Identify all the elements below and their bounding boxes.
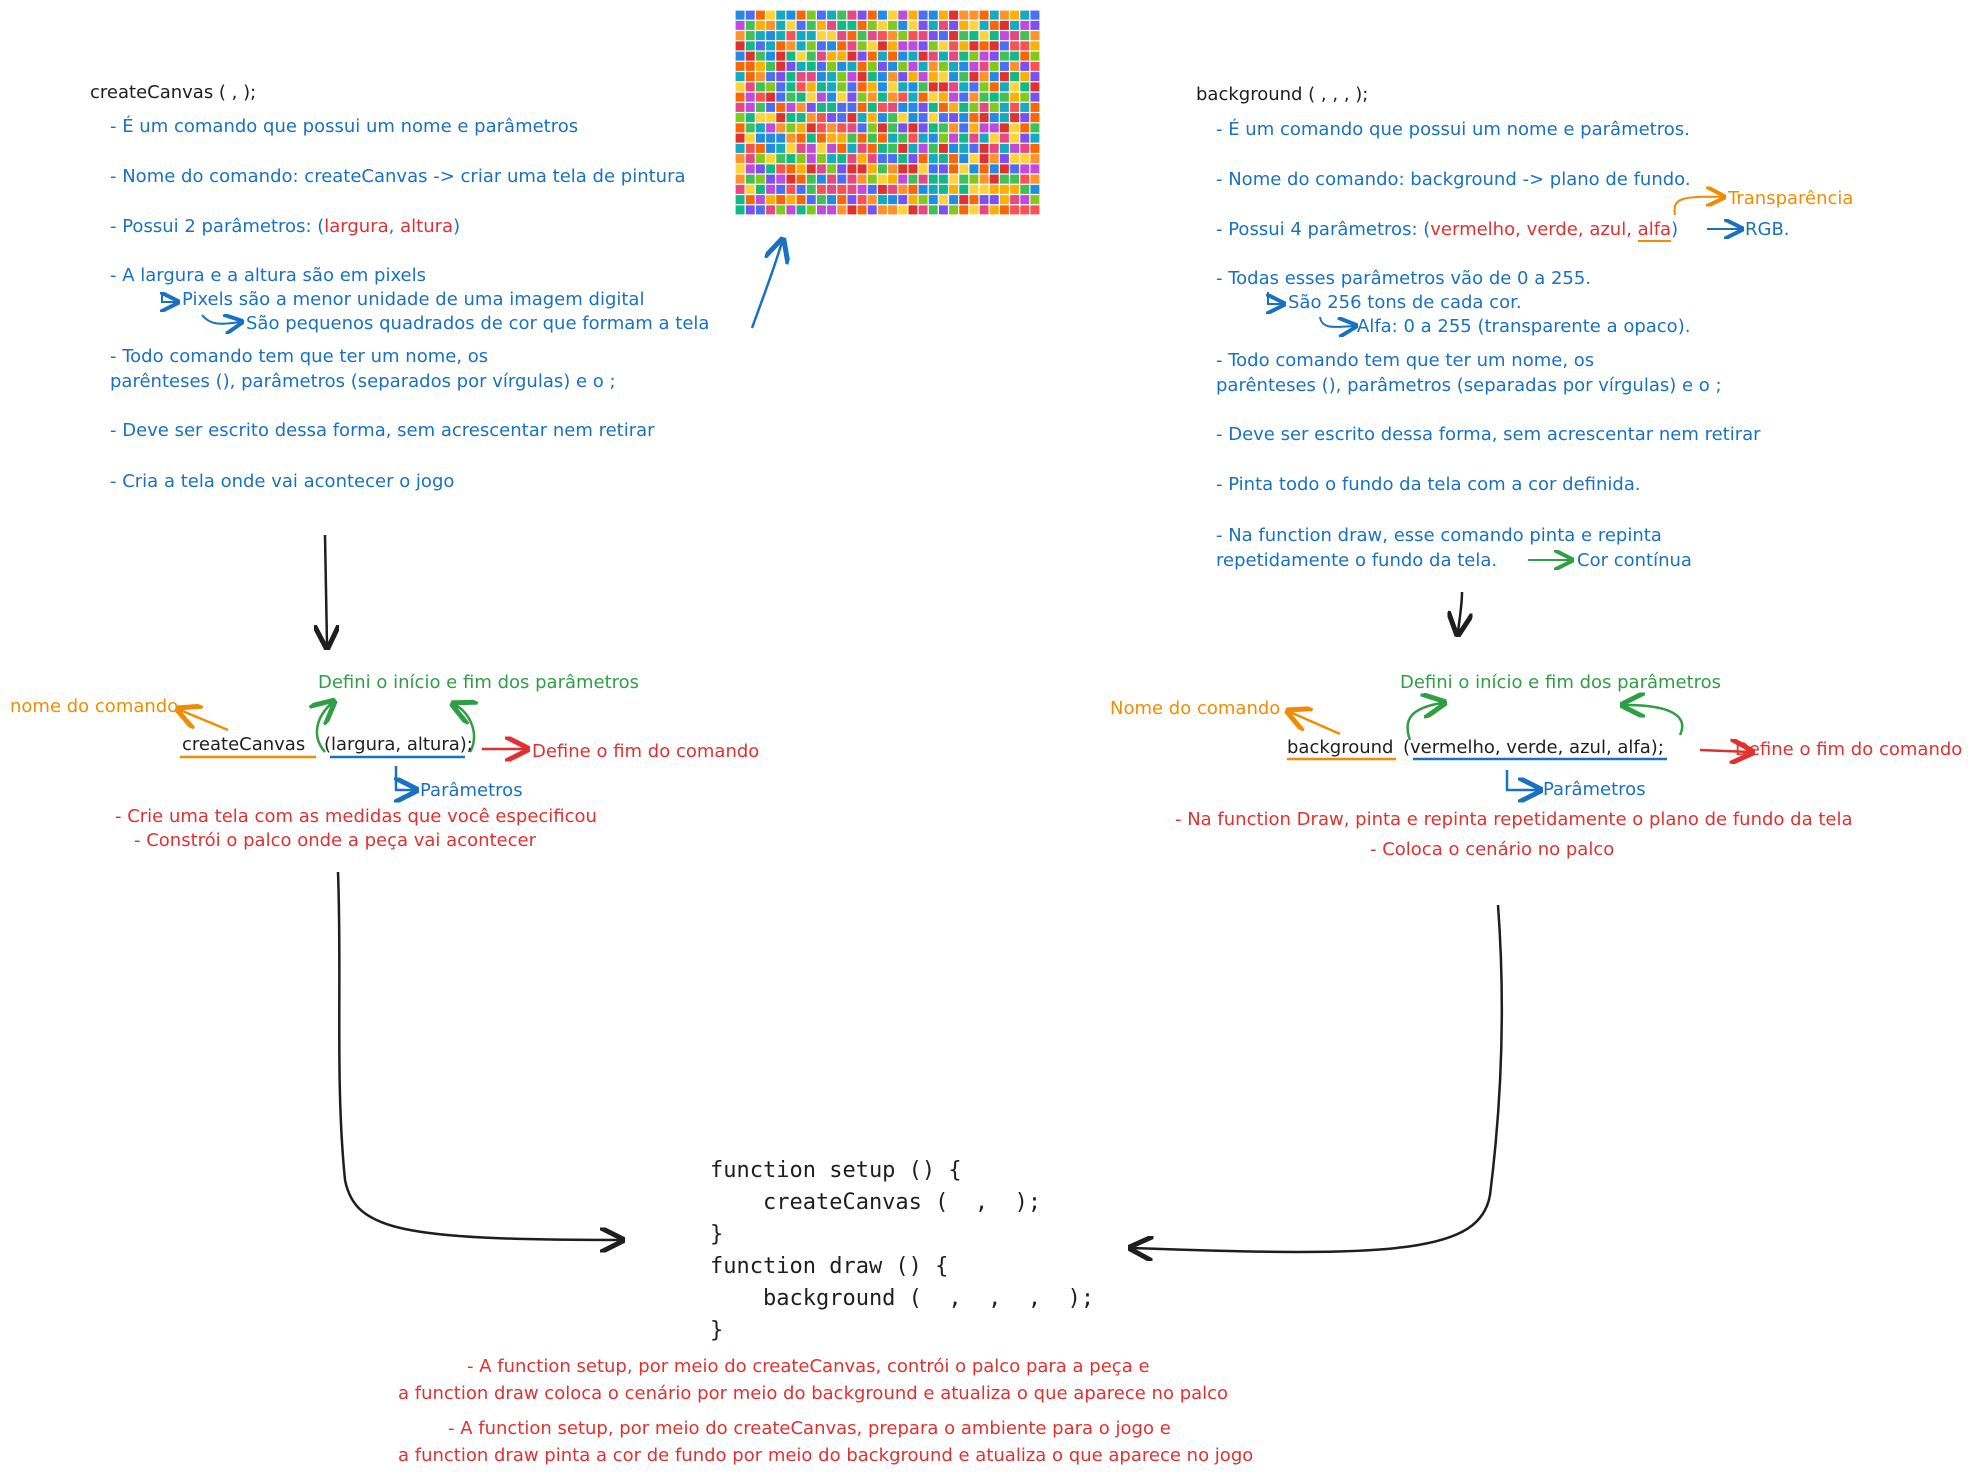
left-note-5a: - Todo comando tem que ter um nome, os — [110, 346, 489, 367]
right-note-4b: Alfa: 0 a 255 (transparente a opaco). — [1357, 316, 1691, 337]
code-line: createCanvas ( , ); — [710, 1190, 1042, 1215]
blue-arrow-params-left — [396, 766, 414, 790]
hook-arrow — [201, 315, 240, 324]
left-note-2: - Nome do comando: createCanvas -> criar… — [110, 166, 686, 187]
left-desc-2: - Constrói o palco onde a peça vai acont… — [134, 830, 537, 851]
left-params-label: Parâmetros — [420, 780, 523, 801]
left-end-label: Define o fim do comando — [532, 741, 760, 762]
right-command-name: background — [1287, 737, 1394, 758]
right-command-params: (vermelho, verde, azul, alfa); — [1403, 737, 1664, 758]
transparency-label: Transparência — [1728, 188, 1854, 209]
rgb-label: RGB. — [1745, 219, 1790, 240]
left-top-label: Defini o início e fim dos parâmetros — [318, 672, 640, 693]
left-note-4a: Pixels são a menor unidade de uma imagem… — [182, 289, 645, 310]
left-note-4: - A largura e a altura são em pixels — [110, 265, 427, 286]
left-command-params: (largura, altura); — [324, 734, 473, 755]
green-arrow-right-b — [1625, 705, 1684, 736]
green-arrow-left-a — [317, 703, 332, 753]
orange-arrow-left — [180, 710, 229, 732]
right-note-7: - Pinta todo o fundo da tela com a cor d… — [1216, 474, 1641, 495]
footer-line-1: - A function setup, por meio do createCa… — [467, 1356, 1150, 1377]
orange-arrow-transparency — [1673, 197, 1722, 216]
left-note-6: - Deve ser escrito dessa forma, sem acre… — [110, 420, 655, 441]
left-heading: createCanvas ( , ); — [90, 82, 257, 103]
footer-line-3: - A function setup, por meio do createCa… — [448, 1418, 1171, 1439]
param-altura: altura — [400, 216, 454, 237]
hook-arrow — [1319, 317, 1354, 327]
left-note-3: - Possui 2 parâmetros: (largura, altura) — [110, 216, 461, 237]
right-heading: background ( , , , ); — [1196, 84, 1369, 105]
right-desc-1: - Na function Draw, pinta e repinta repe… — [1175, 809, 1853, 830]
down-arrow-right — [1458, 591, 1462, 632]
right-note-8a: - Na function draw, esse comando pinta e… — [1216, 525, 1662, 546]
code-line: background ( , , , ); — [710, 1286, 1095, 1311]
arrow-to-mosaic — [750, 242, 782, 329]
param-verde: verde — [1526, 219, 1578, 240]
red-arrow-right — [1699, 750, 1750, 752]
left-note-1: - É um comando que possui um nome e parâ… — [110, 116, 579, 137]
right-note-5a: - Todo comando tem que ter um nome, os — [1216, 350, 1595, 371]
footer-line-4: a function draw pinta a cor de fundo por… — [398, 1445, 1254, 1466]
pixel-mosaic-image — [735, 10, 1040, 215]
right-end-label: Define o fim do comando — [1735, 739, 1963, 760]
param-vermelho: vermelho — [1430, 219, 1516, 240]
right-note-6: - Deve ser escrito dessa forma, sem acre… — [1216, 424, 1761, 445]
param-alfa: alfa — [1637, 219, 1672, 242]
right-note-8b: repetidamente o fundo da tela. — [1216, 550, 1498, 571]
right-note-5b: parênteses (), parâmetros (separadas por… — [1216, 375, 1722, 396]
orange-arrow-right — [1290, 712, 1341, 736]
right-note-2: - Nome do comando: background -> plano d… — [1216, 169, 1691, 190]
green-arrow-left-b — [455, 705, 474, 753]
hook-arrow — [1268, 292, 1282, 304]
right-note-3: - Possui 4 parâmetros: (vermelho, verde,… — [1216, 219, 1679, 242]
right-params-label: Parâmetros — [1543, 779, 1646, 800]
code-line: } — [710, 1222, 724, 1247]
left-note-5b: parênteses (), parâmetros (separados por… — [110, 371, 616, 392]
param-largura: largura — [324, 216, 389, 237]
hook-arrow — [162, 292, 176, 302]
code-block: function setup () { createCanvas ( , ); … — [710, 1155, 1094, 1347]
right-note-1: - É um comando que possui um nome e parâ… — [1216, 119, 1690, 140]
right-note-4a: São 256 tons de cada cor. — [1288, 292, 1522, 313]
cor-continua-label: Cor contínua — [1577, 550, 1692, 571]
right-top-label: Defini o início e fim dos parâmetros — [1400, 672, 1722, 693]
left-note-4b: São pequenos quadrados de cor que formam… — [246, 313, 710, 334]
param-azul: azul — [1589, 219, 1627, 240]
down-arrow-left — [325, 534, 327, 645]
code-line: function draw () { — [710, 1254, 949, 1279]
curve-arrow-left — [336, 871, 620, 1240]
right-desc-2: - Coloca o cenário no palco — [1370, 839, 1615, 860]
left-name-label: nome do comando — [10, 696, 179, 717]
blue-arrow-params-right — [1505, 770, 1538, 790]
left-desc-1: - Crie uma tela com as medidas que você … — [115, 806, 597, 827]
left-command-name: createCanvas — [182, 734, 306, 755]
green-arrow-right-a — [1406, 703, 1442, 741]
code-line: } — [710, 1318, 724, 1343]
code-line: function setup () { — [710, 1158, 962, 1183]
right-note-4: - Todas esses parâmetros vão de 0 a 255. — [1216, 268, 1592, 289]
left-note-7: - Cria a tela onde vai acontecer o jogo — [110, 471, 455, 492]
footer-line-2: a function draw coloca o cenário por mei… — [398, 1383, 1229, 1404]
curve-arrow-right — [1133, 904, 1503, 1252]
right-name-label: Nome do comando — [1110, 698, 1281, 719]
